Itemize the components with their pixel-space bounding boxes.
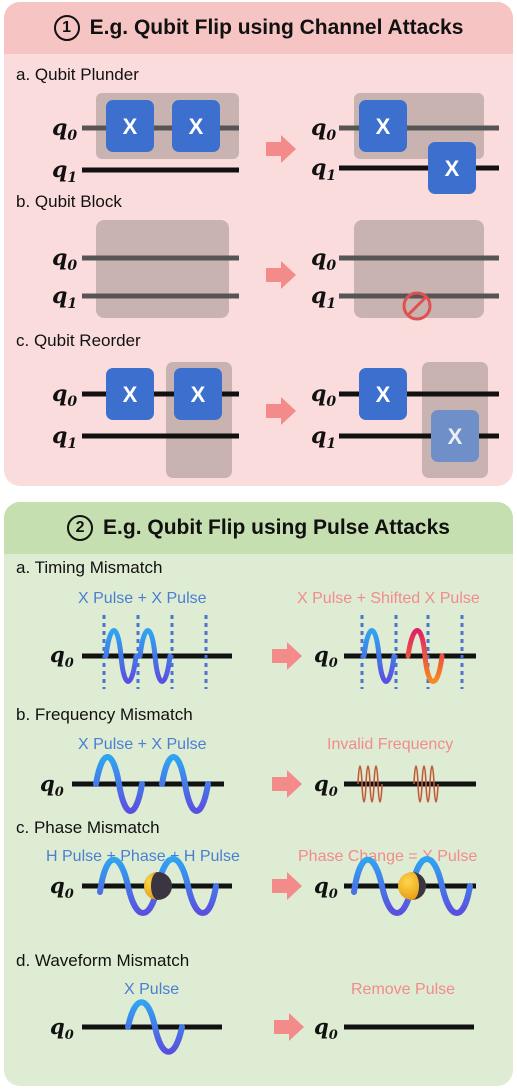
moon-phase-icon [144, 872, 172, 900]
q0-label: q0 [52, 115, 77, 144]
waveform-right-caption: Remove Pulse [351, 981, 456, 998]
channel-panel-title: E.g. Qubit Flip using Channel Attacks [89, 16, 464, 39]
svg-text:X: X [448, 424, 463, 449]
frequency-left-caption: X Pulse + X Pulse [78, 736, 207, 753]
timing-after-diagram: q0 [314, 615, 476, 689]
arrow-icon [272, 770, 302, 798]
channel-attacks-panel: 1 E.g. Qubit Flip using Channel Attacks … [4, 2, 513, 486]
x-gate [174, 368, 222, 420]
shaded-region [96, 220, 229, 318]
q0-label: q0 [314, 771, 338, 800]
waveform-left-caption: X Pulse [124, 981, 180, 998]
qubit-reorder-label: c. Qubit Reorder [16, 331, 141, 350]
svg-text:X: X [376, 114, 391, 139]
block-before-circuit: q0 q1 [52, 220, 239, 318]
qubit-plunder-label: a. Qubit Plunder [16, 65, 139, 84]
pulse-waveform [137, 628, 173, 684]
q1-label: q1 [52, 157, 77, 186]
panel-number-badge: 1 [53, 15, 80, 41]
pulse-waveform [103, 628, 139, 684]
pulse-panel-header: 2 E.g. Qubit Flip using Pulse Attacks [4, 502, 513, 554]
plunder-after-circuit: q0 q1 X X [311, 93, 499, 194]
arrow-icon [272, 642, 302, 670]
x-gate [359, 368, 407, 420]
phase-after-diagram: q0 [314, 856, 476, 916]
waveform-mismatch-label: d. Waveform Mismatch [16, 951, 190, 970]
svg-text:X: X [189, 114, 204, 139]
waveform-after-diagram: q0 [314, 1014, 474, 1043]
shifted-pulse-waveform [405, 628, 445, 684]
pulse-attacks-panel: 2 E.g. Qubit Flip using Pulse Attacks a.… [4, 502, 513, 1086]
arrow-icon [266, 261, 296, 289]
plunder-before-circuit: q0 q1 X X [52, 93, 239, 186]
pulse-waveform [361, 628, 397, 684]
svg-text:X: X [123, 382, 138, 407]
svg-text:X: X [445, 156, 460, 181]
q0-label: q0 [311, 245, 336, 274]
svg-text:X: X [123, 114, 138, 139]
arrow-icon [266, 135, 296, 163]
waveform-before-diagram: q0 [50, 999, 222, 1055]
q0-label: q0 [40, 771, 64, 800]
q0-label: q0 [314, 642, 338, 671]
q1-label: q1 [311, 423, 336, 452]
x-gate-faded [431, 410, 479, 462]
timing-left-caption: X Pulse + X Pulse [78, 590, 207, 607]
timing-mismatch-label: a. Timing Mismatch [16, 558, 163, 577]
reorder-before-circuit: q0 q1 X X [52, 362, 239, 478]
q1-label: q1 [311, 283, 336, 312]
x-gate [106, 100, 154, 152]
panel-number-badge: 2 [67, 515, 94, 541]
x-gate [428, 142, 476, 194]
frequency-before-diagram: q0 [40, 754, 224, 814]
pulse-waveform [125, 999, 185, 1055]
x-gate [106, 368, 154, 420]
timing-before-diagram: q0 [50, 615, 232, 689]
pulse-waveform [93, 754, 145, 814]
q0-label: q0 [314, 1014, 338, 1043]
q0-label: q0 [50, 1014, 74, 1043]
frequency-right-caption: Invalid Frequency [327, 736, 454, 753]
frequency-mismatch-label: b. Frequency Mismatch [16, 705, 193, 724]
high-frequency-waveform [413, 765, 439, 803]
q1-label: q1 [52, 283, 77, 312]
svg-text:X: X [191, 382, 206, 407]
pulse-diagrams: q0 q0 q0 q0 [40, 615, 476, 1055]
frequency-after-diagram: q0 [314, 765, 476, 803]
q0-label: q0 [52, 245, 77, 274]
moon-phase-icon [398, 872, 426, 900]
svg-text:X: X [376, 382, 391, 407]
channel-circuits: q0 q1 X X q0 q1 X X q0 q1 [52, 93, 499, 478]
high-frequency-waveform [357, 765, 383, 803]
q0-label: q0 [311, 115, 336, 144]
arrow-icon [274, 1013, 304, 1041]
timing-right-caption: X Pulse + Shifted X Pulse [297, 590, 480, 607]
x-gate [359, 100, 407, 152]
pulse-waveform [159, 754, 211, 814]
phase-before-diagram: q0 [50, 856, 232, 916]
q1-label: q1 [52, 423, 77, 452]
phase-left-caption: H Pulse + Phase + H Pulse [46, 848, 240, 865]
block-after-circuit: q0 q1 [311, 220, 499, 321]
q0-label: q0 [50, 642, 74, 671]
channel-panel-header: 1 E.g. Qubit Flip using Channel Attacks [4, 2, 513, 54]
phase-mismatch-label: c. Phase Mismatch [16, 818, 160, 837]
arrow-icon [266, 397, 296, 425]
arrow-icon [272, 872, 302, 900]
prohibited-icon [402, 291, 432, 321]
q0-label: q0 [311, 381, 336, 410]
q0-label: q0 [314, 873, 338, 902]
reorder-after-circuit: q0 q1 X X [311, 362, 499, 478]
x-gate [172, 100, 220, 152]
q1-label: q1 [311, 155, 336, 184]
qubit-block-label: b. Qubit Block [16, 192, 122, 211]
q0-label: q0 [52, 381, 77, 410]
pulse-panel-title: E.g. Qubit Flip using Pulse Attacks [103, 516, 450, 539]
q0-label: q0 [50, 873, 74, 902]
